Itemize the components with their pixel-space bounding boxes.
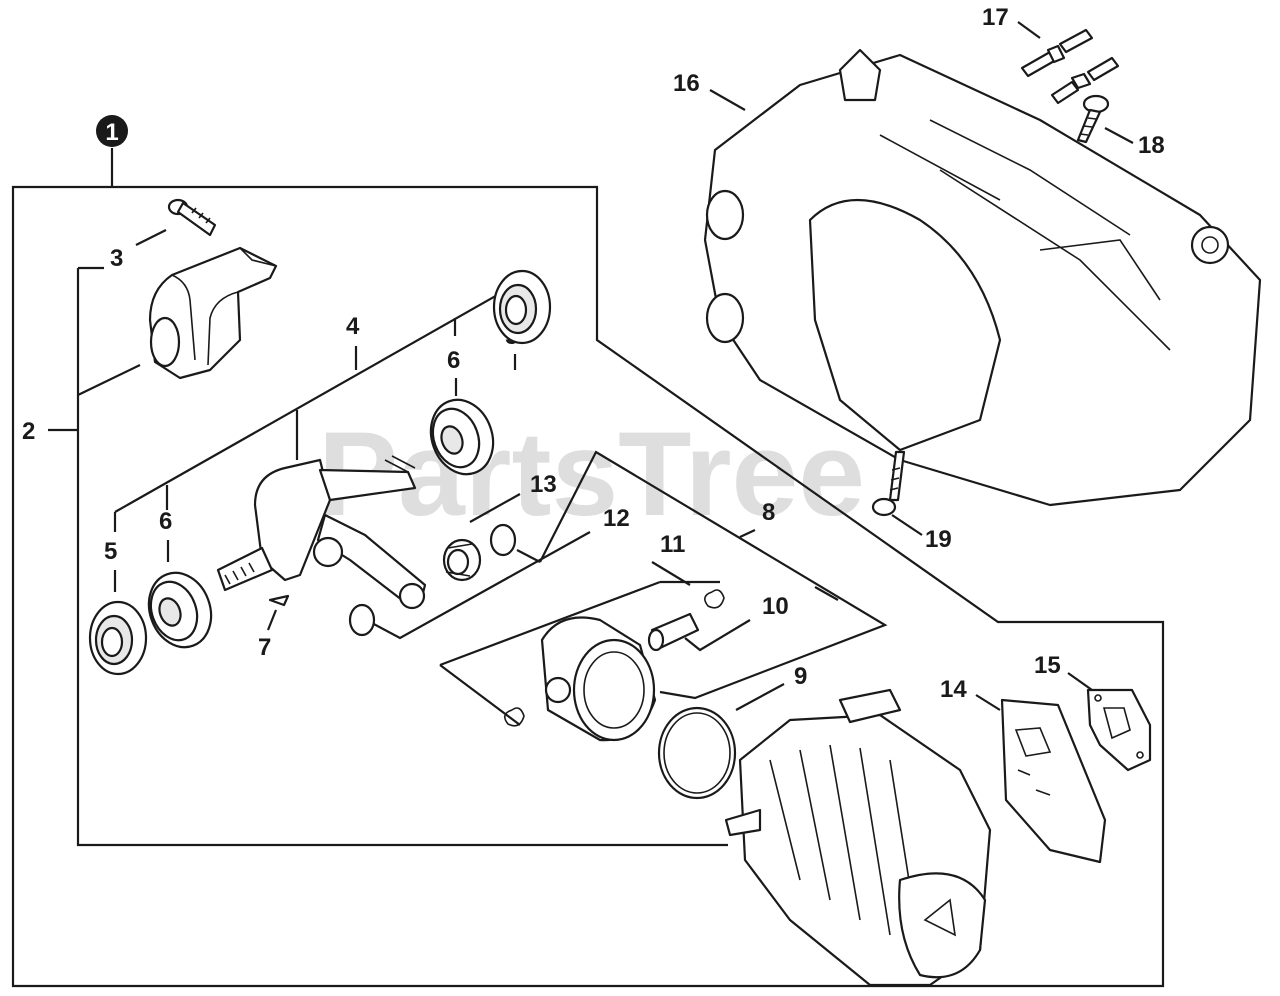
seal-part-5-lower xyxy=(88,600,148,676)
leader-2 xyxy=(48,266,728,847)
piston-pin-part-10 xyxy=(647,612,700,652)
key-part-7 xyxy=(268,594,290,607)
callout-14: 14 xyxy=(940,676,967,703)
leader-14 xyxy=(975,694,1001,711)
callout-5-lower: 5 xyxy=(104,538,117,565)
circlip-part-11-a xyxy=(704,589,725,609)
leader-15 xyxy=(1067,672,1093,691)
callout-13: 13 xyxy=(530,471,557,498)
callout-16: 16 xyxy=(673,70,700,97)
gasket-part-15 xyxy=(1086,688,1152,772)
washer-part-12-a xyxy=(489,523,517,557)
callout-18: 18 xyxy=(1138,132,1165,159)
stud-part-17 xyxy=(1020,28,1120,105)
callout-17: 17 xyxy=(982,4,1009,31)
callout-7: 7 xyxy=(258,634,271,661)
insulator-plate-part-14 xyxy=(1000,698,1107,864)
callout-2: 2 xyxy=(22,418,35,445)
assembly-marker-1: 1 xyxy=(96,115,128,147)
bearing-part-6-lower xyxy=(147,571,213,649)
leader-11 xyxy=(651,561,691,586)
washer-part-12-b xyxy=(348,603,376,637)
seal-part-5-upper xyxy=(492,269,552,345)
leader-3 xyxy=(135,229,167,246)
cylinder-part xyxy=(724,688,992,987)
callout-6-lower: 6 xyxy=(159,508,172,535)
callout-3: 3 xyxy=(110,245,123,272)
leader-13 xyxy=(469,493,521,523)
circlip-part-11-b xyxy=(504,707,525,727)
svg-text:1: 1 xyxy=(105,119,118,146)
leader-7 xyxy=(266,609,278,631)
callout-11: 11 xyxy=(660,531,685,558)
callout-10: 10 xyxy=(762,593,789,620)
callout-9: 9 xyxy=(794,663,807,690)
bearing-part-6-upper xyxy=(429,398,495,476)
needle-bearing-part-13 xyxy=(442,538,482,582)
screw-part-3 xyxy=(167,198,217,237)
bearing-cover-part-2 xyxy=(148,246,278,380)
screw-part-19 xyxy=(871,450,906,517)
leader-16 xyxy=(709,89,746,111)
leader-10 xyxy=(684,586,839,652)
assembly-frame xyxy=(11,148,1165,988)
piston-ring-inner xyxy=(663,712,731,794)
callout-19: 19 xyxy=(925,526,952,553)
callout-15: 15 xyxy=(1034,652,1061,679)
leader-18 xyxy=(1104,127,1134,144)
crankshaft-part-4 xyxy=(216,455,427,610)
callout-8: 8 xyxy=(762,499,775,526)
leader-9 xyxy=(735,683,785,711)
piston-part-9 xyxy=(540,616,657,742)
leader-17 xyxy=(1017,21,1041,39)
callout-6-upper: 6 xyxy=(447,347,460,374)
callout-4: 4 xyxy=(346,313,360,340)
leader-8 xyxy=(439,450,888,726)
screw-part-18 xyxy=(1076,94,1110,144)
leader-12 xyxy=(369,531,591,640)
leader-19 xyxy=(891,514,923,536)
piston-ring-part-8 xyxy=(657,706,737,800)
crankcase-part-16 xyxy=(703,48,1262,507)
callout-12: 12 xyxy=(603,505,630,532)
